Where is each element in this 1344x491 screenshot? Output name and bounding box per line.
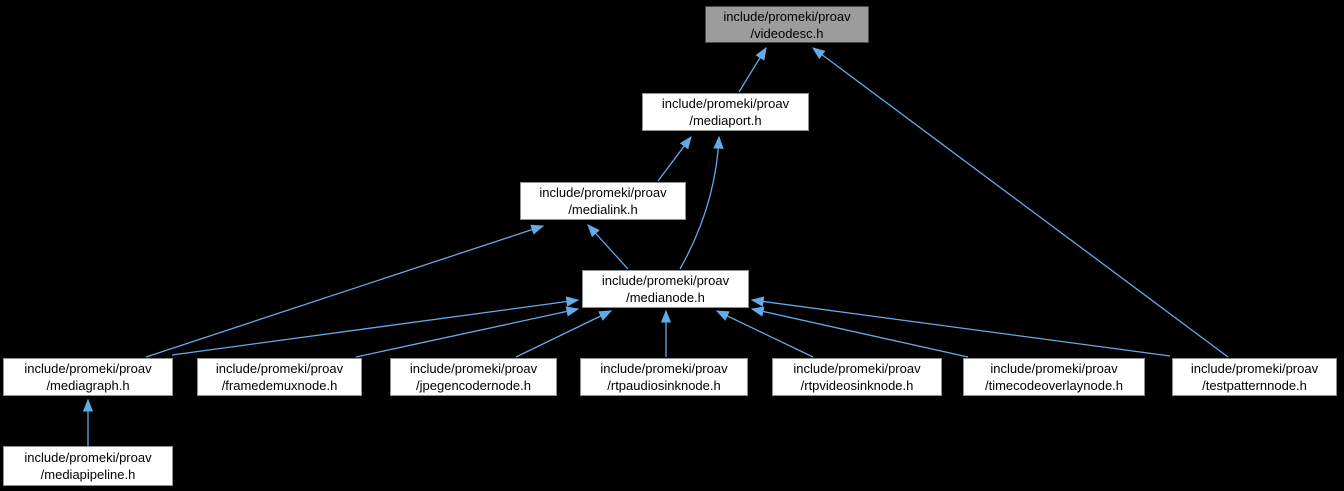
edge-mediaport-to-videodesc [738,46,767,93]
node-label-line1: include/promeki/proav [661,96,790,111]
graph-node-testpatternnode[interactable]: include/promeki/proav/testpatternnode.h [1172,358,1337,396]
node-label-line2: /rtpaudiosinknode.h [607,378,721,393]
node-label-line1: include/promeki/proav [24,450,152,465]
node-label-line1: include/promeki/proav [1190,361,1319,376]
graph-node-rtpaudiosinknode[interactable]: include/promeki/proav/rtpaudiosinknode.h [580,358,748,396]
graph-node-medianode[interactable]: include/promeki/proav/medianode.h [582,270,749,308]
graph-node-mediapipeline[interactable]: include/promeki/proav/mediapipeline.h [3,446,173,486]
node-label-line1: include/promeki/proav [215,361,344,376]
node-label-line2: /rtpvideosinknode.h [800,378,914,393]
node-label-line2: /timecodeoverlaynode.h [984,378,1124,393]
node-label-line1: include/promeki/proav [539,185,667,200]
edge-rtpvideosinknode-to-medianode [715,310,814,358]
node-label-line1: include/promeki/proav [24,361,152,376]
node-label-line2: /mediagraph.h [46,378,130,393]
edge-framedemuxnode-to-medianode [355,306,580,358]
edge-medianode-to-medialink [587,224,629,270]
graph-node-jpegencodernode[interactable]: include/promeki/proav/jpegencodernode.h [390,358,557,396]
node-label-line2: /jpegencodernode.h [416,378,531,393]
node-label-line2: /medianode.h [626,290,705,305]
edge-medialink-to-mediaport [657,135,692,182]
node-label-line1: include/promeki/proav [600,361,728,376]
node-label-line1: include/promeki/proav [723,8,851,24]
node-label-line2: /mediaport.h [689,113,762,128]
node-label-line2: /mediapipeline.h [40,467,136,482]
node-label-line2: /medialink.h [568,202,638,217]
graph-node-timecodeoverlaynode[interactable]: include/promeki/proav/timecodeoverlaynod… [963,358,1145,396]
edge-timecodeoverlaynode-to-medianode [750,306,969,358]
graph-node-mediagraph[interactable]: include/promeki/proav/mediagraph.h [3,358,173,396]
node-label-line2: /videodesc.h [750,25,824,41]
edge-mediagraph-to-medialink [145,224,545,358]
graph-node-rtpvideosinknode[interactable]: include/promeki/proav/rtpvideosinknode.h [772,358,942,396]
edge-jpegencodernode-to-medianode [515,310,613,358]
node-label-line1: include/promeki/proav [990,361,1118,376]
graph-node-mediaport[interactable]: include/promeki/proav/mediaport.h [642,93,809,131]
edge-mediagraph-to-medianode [171,296,580,356]
node-label-line1: include/promeki/proav [409,361,538,376]
node-label-line2: /framedemuxnode.h [221,378,338,393]
graph-node-framedemuxnode[interactable]: include/promeki/proav/framedemuxnode.h [197,358,362,396]
edge-testpatternnode-to-videodesc [811,47,1229,358]
graph-node-videodesc: include/promeki/proav/videodesc.h [705,6,869,43]
node-label-line2: /testpatternnode.h [1202,378,1307,393]
node-label-line1: include/promeki/proav [793,361,921,376]
graph-node-medialink[interactable]: include/promeki/proav/medialink.h [520,182,686,220]
edge-testpatternnode-to-medianode [750,296,1171,357]
node-label-line1: include/promeki/proav [601,273,730,288]
edge-medianode-to-mediaport [679,135,724,270]
